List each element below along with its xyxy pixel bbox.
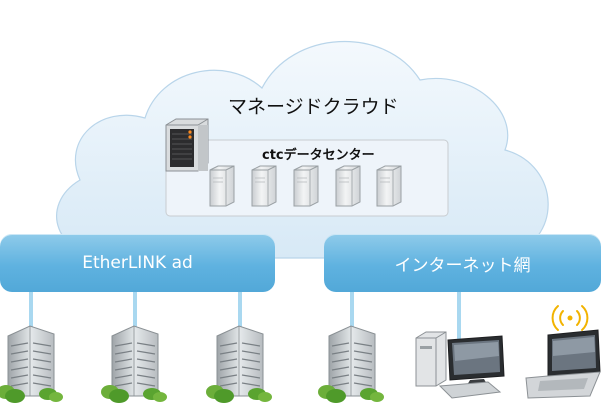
server-icon: [209, 165, 235, 207]
desktop-computer-icon: [415, 331, 505, 399]
network-bar-internet: インターネット網: [324, 234, 601, 292]
network-label: インターネット網: [394, 255, 531, 276]
server-icon: [251, 165, 277, 207]
building-icon: [0, 325, 64, 404]
network-bar-etherlink: EtherLINK ad: [0, 234, 275, 292]
datacenter-label: ctcデータセンター: [262, 148, 375, 163]
server-icon: [376, 165, 402, 207]
network-label: EtherLINK ad: [82, 253, 193, 273]
server-rack-icon: [165, 118, 209, 172]
building-icon: [317, 325, 385, 404]
server-icon: [293, 165, 319, 207]
cloud-title: マネージドクラウド: [228, 96, 399, 118]
wireless-signal-icon: [551, 305, 589, 331]
laptop-icon: [525, 329, 601, 399]
building-icon: [205, 325, 273, 404]
server-icon: [335, 165, 361, 207]
building-icon: [100, 325, 168, 404]
